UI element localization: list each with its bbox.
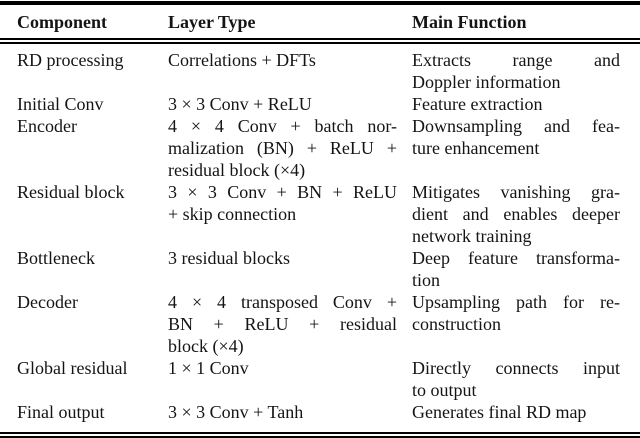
layer-type-cell: 3 residual blocks	[168, 247, 412, 269]
main-function-cell: Upsampling path for re-construction	[412, 291, 640, 335]
table-bottom-rule	[0, 432, 640, 438]
header-component: Component	[17, 12, 108, 32]
layer-type-cell: 4 × 4 Conv + batch nor-malization (BN) +…	[168, 115, 412, 181]
table-row: Bottleneck 3 residual blocks Deep featur…	[0, 247, 640, 291]
cell-line: Correlations + DFTs	[168, 50, 316, 70]
layer-type-cell: 4 × 4 transposed Conv +BN + ReLU + resid…	[168, 291, 412, 357]
cell-line: BN + ReLU + residual	[168, 314, 397, 334]
table-row: Final output 3 × 3 Conv + Tanh Generates…	[0, 401, 640, 423]
cell-line: 4 × 4 transposed Conv +	[168, 292, 397, 312]
layer-type-cell: 1 × 1 Conv	[168, 357, 412, 379]
cell-line: malization (BN) + ReLU +	[168, 138, 397, 158]
cell-line: Feature extraction	[412, 94, 543, 114]
component-cell: Residual block	[17, 182, 125, 202]
cell-line: 3 × 3 Conv + ReLU	[168, 94, 312, 114]
component-cell: Encoder	[17, 116, 77, 136]
cell-line: Generates final RD map	[412, 402, 587, 422]
component-cell: Final output	[17, 402, 105, 422]
cell-line: residual block (×4)	[168, 160, 306, 180]
cell-line: Upsampling path for re-	[412, 292, 620, 312]
cell-line: + skip connection	[168, 204, 297, 224]
main-function-cell: Feature extraction	[412, 93, 640, 115]
cell-line: ture enhancement	[412, 138, 540, 158]
cell-line: block (×4)	[168, 336, 244, 356]
cell-line: network training	[412, 226, 532, 246]
layer-type-cell: Correlations + DFTs	[168, 49, 412, 71]
main-function-cell: Downsampling and fea-ture enhancement	[412, 115, 640, 159]
main-function-cell: Mitigates vanishing gra-dient and enable…	[412, 181, 640, 247]
layer-type-cell: 3 × 3 Conv + ReLU	[168, 93, 412, 115]
component-cell: RD processing	[17, 50, 124, 70]
cell-line: 1 × 1 Conv	[168, 358, 249, 378]
cell-line: Extracts range and	[412, 50, 620, 70]
main-function-cell: Generates final RD map	[412, 401, 640, 423]
main-function-cell: Deep feature transforma-tion	[412, 247, 640, 291]
cell-line: Downsampling and fea-	[412, 116, 620, 136]
cell-line: Mitigates vanishing gra-	[412, 182, 620, 202]
cell-line: 3 × 3 Conv + Tanh	[168, 402, 304, 422]
cell-line: Directly connects input	[412, 358, 620, 378]
component-cell: Global residual	[17, 358, 128, 378]
table-body: RD processing Correlations + DFTs Extrac…	[0, 44, 640, 423]
table-row: Residual block 3 × 3 Conv + BN + ReLU+ s…	[0, 181, 640, 247]
layer-type-cell: 3 × 3 Conv + BN + ReLU+ skip connection	[168, 181, 412, 225]
header-layer-type: Layer Type	[168, 12, 256, 32]
component-cell: Initial Conv	[17, 94, 104, 114]
cell-line: Doppler information	[412, 72, 561, 92]
cell-line: dient and enables deeper	[412, 204, 620, 224]
cell-line: 3 residual blocks	[168, 248, 290, 268]
component-cell: Bottleneck	[17, 248, 95, 268]
cell-line: 3 × 3 Conv + BN + ReLU	[168, 182, 397, 202]
cell-line: tion	[412, 270, 441, 290]
table-row: RD processing Correlations + DFTs Extrac…	[0, 49, 640, 93]
table-row: Decoder 4 × 4 transposed Conv +BN + ReLU…	[0, 291, 640, 357]
table-row: Encoder 4 × 4 Conv + batch nor-malizatio…	[0, 115, 640, 181]
layer-type-cell: 3 × 3 Conv + Tanh	[168, 401, 412, 423]
cell-line: Deep feature transforma-	[412, 248, 620, 268]
table-header-rule	[0, 38, 640, 44]
table-row: Global residual 1 × 1 Conv Directly conn…	[0, 357, 640, 401]
table-row: Initial Conv 3 × 3 Conv + ReLU Feature e…	[0, 93, 640, 115]
table-header-row: Component Layer Type Main Function	[0, 5, 640, 38]
header-main-function: Main Function	[412, 12, 527, 32]
component-cell: Decoder	[17, 292, 78, 312]
cell-line: to output	[412, 380, 477, 400]
table-top-rule	[0, 1, 640, 5]
cell-line: 4 × 4 Conv + batch nor-	[168, 116, 397, 136]
cell-line: construction	[412, 314, 501, 334]
